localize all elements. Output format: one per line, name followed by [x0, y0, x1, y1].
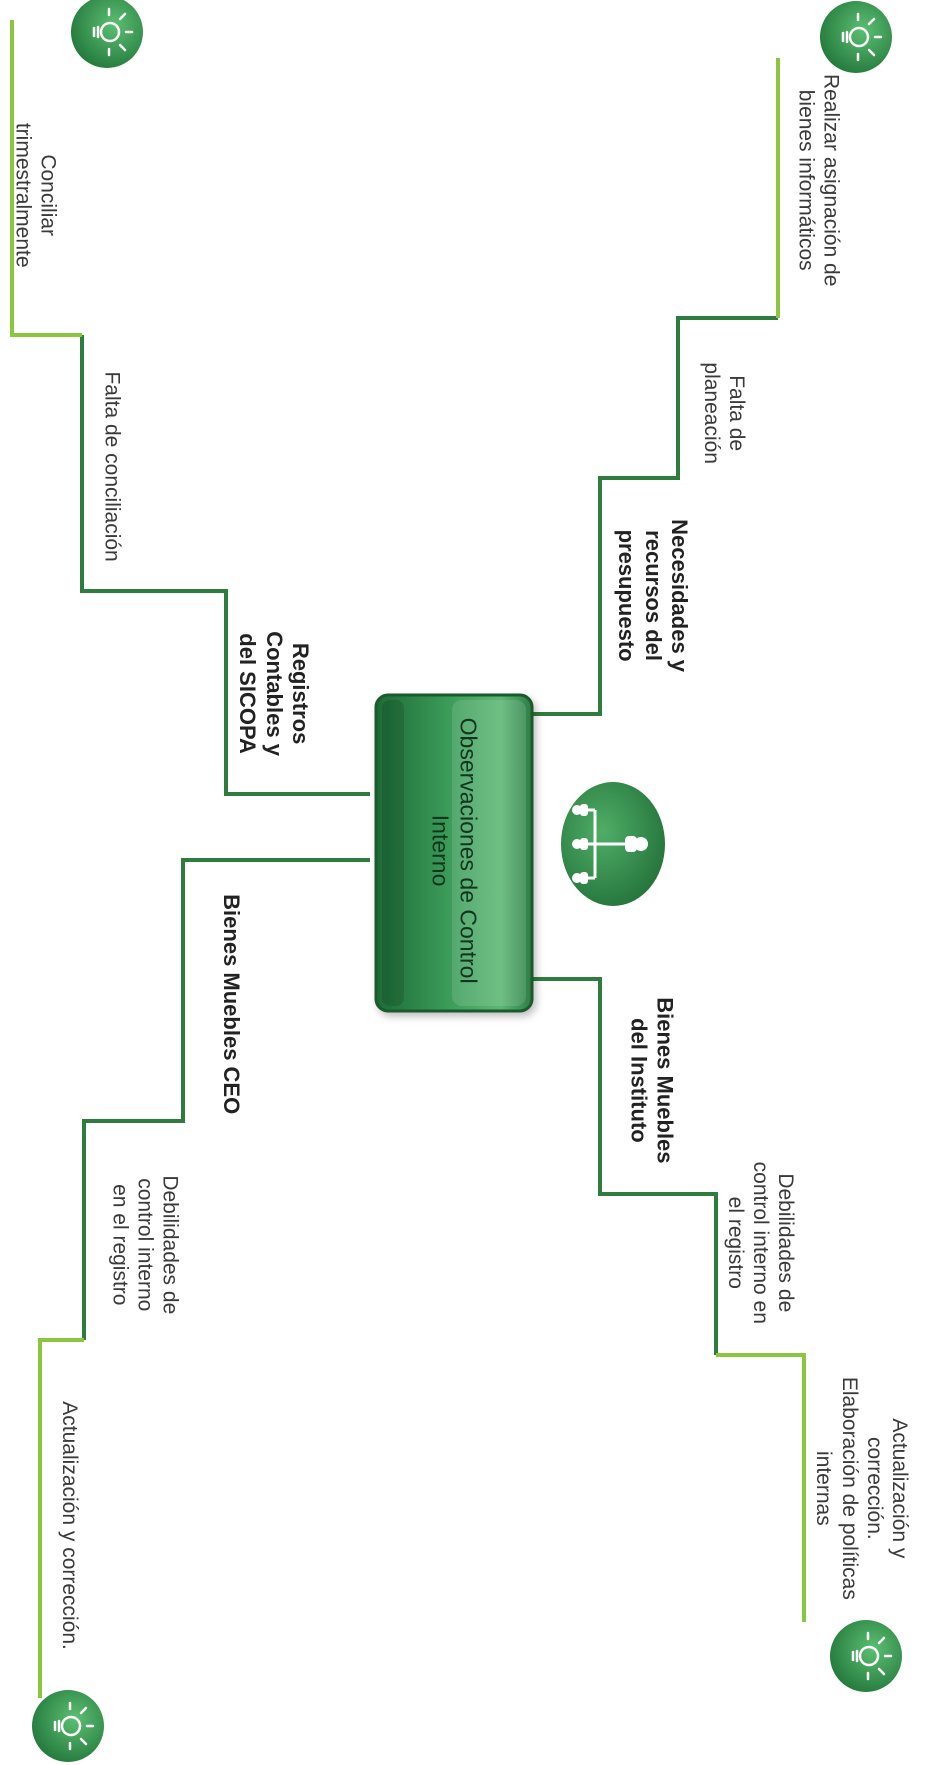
connector-lines	[80, 316, 778, 1355]
issue-ceo: Debilidades de control interno en el reg…	[107, 1175, 181, 1315]
light-bulb-icon	[32, 1690, 104, 1762]
light-bulb-icon	[71, 0, 143, 68]
action-ceo: Actualización y corrección.	[57, 1400, 81, 1650]
org-chart-icon	[561, 782, 665, 906]
connector-ceo	[82, 858, 370, 1340]
issue-instituto: Debilidades de control interno en el reg…	[723, 1161, 797, 1324]
connector-necesidades	[530, 316, 778, 716]
category-registros[interactable]: Registros Contables y del SICOPA	[234, 630, 313, 756]
leaf-lines	[10, 20, 806, 1698]
issue-necesidades: Falta de planeación	[699, 362, 748, 464]
connector-registros	[80, 335, 370, 796]
central-node-title: Observaciones de Control Interno	[427, 717, 482, 984]
connector-instituto	[530, 977, 718, 1355]
issue-registros: Falta de conciliación	[100, 370, 124, 562]
light-bulb-icons	[32, 0, 902, 1762]
light-bulb-icon	[820, 1, 892, 73]
category-instituto[interactable]: Bienes Muebles del Instituto	[626, 996, 678, 1164]
central-node[interactable]	[374, 693, 534, 1013]
leaf-line-registros	[10, 20, 82, 337]
light-bulb-icon	[830, 1620, 902, 1692]
category-necesidades[interactable]: Necesidades y recursos del presupuesto	[613, 518, 692, 672]
category-ceo[interactable]: Bienes Muebles CEO	[219, 894, 245, 1115]
action-instituto: Actualización y corrección. Elaboración …	[811, 1376, 911, 1600]
leaf-line-instituto	[716, 1353, 806, 1622]
action-registros: Conciliar trimestralmente	[10, 122, 60, 268]
action-necesidades: Realizar asignación de bienes informátic…	[794, 73, 843, 287]
leaf-line-ceo	[38, 1338, 84, 1698]
